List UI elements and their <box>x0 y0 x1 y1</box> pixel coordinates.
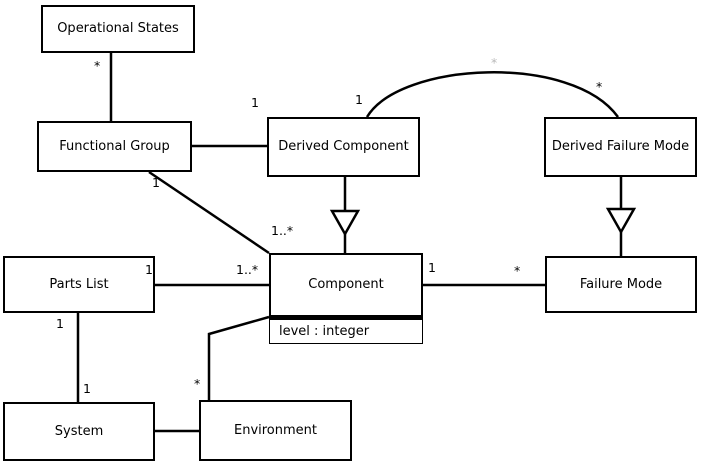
class-name-parts-list: Parts List <box>49 276 109 292</box>
multiplicity-opstates-fg: * <box>94 58 101 73</box>
assoc-fg-component <box>148 170 270 255</box>
multiplicity-fg-derivedcomp: 1 <box>251 95 259 110</box>
multiplicity-derivedfm-curve: * <box>596 79 603 94</box>
multiplicity-derivedcomp-curve: 1 <box>355 92 363 107</box>
multiplicity-system-top: 1 <box>83 381 91 396</box>
multiplicity-component-fg: 1..* <box>271 223 294 238</box>
class-box-derived-failure-mode[interactable]: Derived Failure Mode <box>544 117 697 177</box>
class-name-environment: Environment <box>233 422 317 438</box>
class-name-failure-mode: Failure Mode <box>579 276 663 292</box>
class-box-parts-list[interactable]: Parts List <box>3 256 155 313</box>
assoc-derivedcomp-dfm <box>365 71 620 118</box>
multiplicity-environment-top: * <box>194 376 201 391</box>
class-attributes-component[interactable]: level : integer <box>269 317 423 344</box>
class-name-derived-component: Derived Component <box>278 139 409 155</box>
class-name-functional-group: Functional Group <box>59 138 170 154</box>
class-name-derived-failure-mode: Derived Failure Mode <box>551 139 690 155</box>
multiplicity-curve-apex: * <box>491 55 498 70</box>
multiplicity-component-right: 1 <box>428 260 436 275</box>
class-box-operational-states[interactable]: Operational States <box>41 5 195 53</box>
class-box-system[interactable]: System <box>3 402 155 461</box>
multiplicity-fg-component: 1 <box>152 175 160 190</box>
multiplicity-partslist-bottom: 1 <box>56 316 64 331</box>
class-name-component: Component <box>308 277 384 293</box>
class-box-functional-group[interactable]: Functional Group <box>37 121 192 172</box>
class-box-derived-component[interactable]: Derived Component <box>267 117 420 177</box>
class-box-component[interactable]: Component <box>269 253 423 317</box>
gen-derivedcomp-component-triangle <box>329 209 361 237</box>
assoc-component-environment <box>207 315 270 400</box>
multiplicity-partslist-right: 1 <box>145 262 153 277</box>
gen-derivedfm-failuremode-triangle <box>605 207 637 235</box>
class-name-system: System <box>54 423 104 439</box>
class-box-failure-mode[interactable]: Failure Mode <box>545 256 697 313</box>
class-box-environment[interactable]: Environment <box>199 400 352 461</box>
multiplicity-component-left: 1..* <box>236 262 259 277</box>
multiplicity-failuremode-left: * <box>514 263 521 278</box>
attribute-level: level : integer <box>279 324 370 339</box>
class-name-operational-states: Operational States <box>57 21 179 37</box>
